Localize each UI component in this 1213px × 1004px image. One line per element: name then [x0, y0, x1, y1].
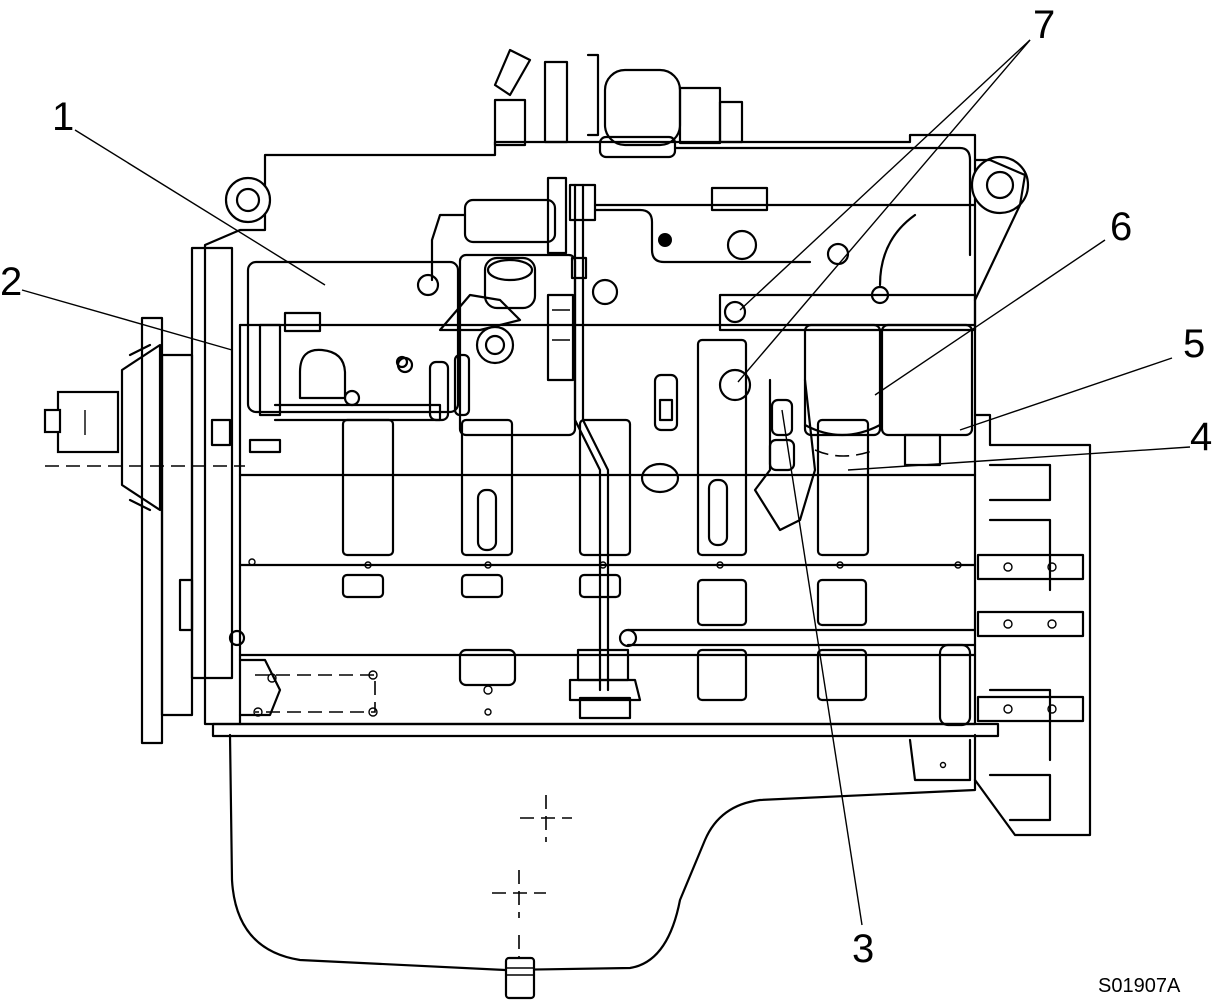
leader-7b — [737, 39, 1031, 383]
crank-pulley — [160, 353, 194, 717]
leader-6 — [874, 239, 1106, 396]
pulley-hub — [120, 343, 162, 512]
oil-pan — [228, 733, 977, 972]
callout-3: 3 — [852, 927, 874, 971]
block-ribs — [248, 338, 962, 716]
callout-5: 5 — [1183, 322, 1205, 366]
leader-4 — [847, 446, 1191, 471]
oil-filter — [880, 323, 974, 437]
callout-1: 1 — [52, 95, 74, 139]
centerline-mark-lower — [492, 870, 546, 918]
front-cover — [190, 246, 234, 680]
water-pipe — [753, 378, 817, 532]
turbocharger — [603, 68, 682, 147]
oil-pan-flange — [211, 722, 1000, 738]
figure-code: S01907A — [1098, 975, 1181, 997]
callout-6: 6 — [1110, 205, 1132, 249]
leader-3 — [781, 409, 863, 926]
engine-drawing — [43, 48, 1092, 1000]
callout-7: 7 — [1033, 3, 1055, 47]
leader-2 — [21, 289, 233, 351]
filter-head — [718, 293, 977, 332]
engine-block — [203, 133, 977, 726]
drain-plug — [504, 956, 536, 1000]
callout-4: 4 — [1190, 415, 1212, 459]
flywheel-housing — [973, 413, 1092, 837]
leader-5 — [959, 357, 1173, 431]
leader-1 — [74, 129, 326, 286]
callout-labels: 1 2 3 4 5 6 7 — [0, 3, 1212, 971]
fuel-filter — [803, 323, 882, 437]
front-lifting-eye — [224, 176, 272, 224]
injection-pump-cover — [246, 260, 460, 414]
callout-2: 2 — [0, 260, 22, 304]
leader-7a — [739, 39, 1031, 311]
centerline-mark-upper — [520, 795, 572, 842]
dipstick-tube — [573, 183, 602, 692]
leader-lines — [21, 39, 1191, 926]
